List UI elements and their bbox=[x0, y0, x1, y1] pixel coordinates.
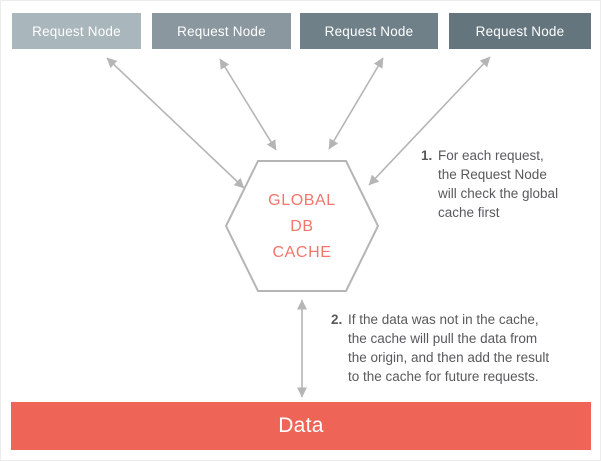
annotation-step-1: 1. For each request, the Request Node wi… bbox=[421, 146, 591, 222]
data-bar-label: Data bbox=[278, 414, 324, 437]
request-node-label: Request Node bbox=[32, 23, 121, 39]
request-node-box-1: Request Node bbox=[12, 13, 141, 49]
annotation-2-line1: If the data was not in the cache, bbox=[348, 312, 539, 327]
hex-label-line3: CACHE bbox=[272, 244, 332, 261]
hex-label-line2: DB bbox=[290, 218, 314, 235]
data-bar: Data bbox=[11, 402, 591, 450]
annotation-2-line2: the cache will pull the data from bbox=[348, 331, 538, 346]
annotation-1-number: 1. bbox=[421, 148, 433, 163]
request-node-box-3: Request Node bbox=[300, 13, 438, 49]
hexagon-shape bbox=[224, 160, 380, 292]
arrow-node3-cache bbox=[328, 57, 384, 150]
request-node-label: Request Node bbox=[475, 23, 565, 39]
arrow-node2-cache bbox=[219, 58, 277, 151]
annotation-2-line4: to the cache for future requests. bbox=[348, 369, 539, 384]
global-db-cache-label: GLOBAL DB CACHE bbox=[226, 188, 378, 266]
arrow-node1-cache bbox=[106, 57, 245, 189]
request-node-label: Request Node bbox=[324, 23, 414, 39]
request-node-box-4: Request Node bbox=[449, 13, 591, 49]
annotation-step-2: 2. If the data was not in the cache, the… bbox=[331, 310, 586, 386]
request-node-label: Request Node bbox=[177, 23, 266, 39]
annotation-2-number: 2. bbox=[331, 312, 343, 327]
hex-label-line1: GLOBAL bbox=[268, 192, 336, 209]
request-node-box-2: Request Node bbox=[152, 13, 291, 49]
annotation-1-line1: For each request, bbox=[438, 148, 544, 163]
annotation-1-line4: cache first bbox=[438, 205, 500, 220]
annotation-1-line2: the Request Node bbox=[438, 167, 547, 182]
annotation-2-line3: the origin, and then add the result bbox=[348, 350, 550, 365]
annotation-1-line3: will check the global bbox=[438, 186, 559, 201]
arrow-node4-cache bbox=[368, 56, 491, 186]
